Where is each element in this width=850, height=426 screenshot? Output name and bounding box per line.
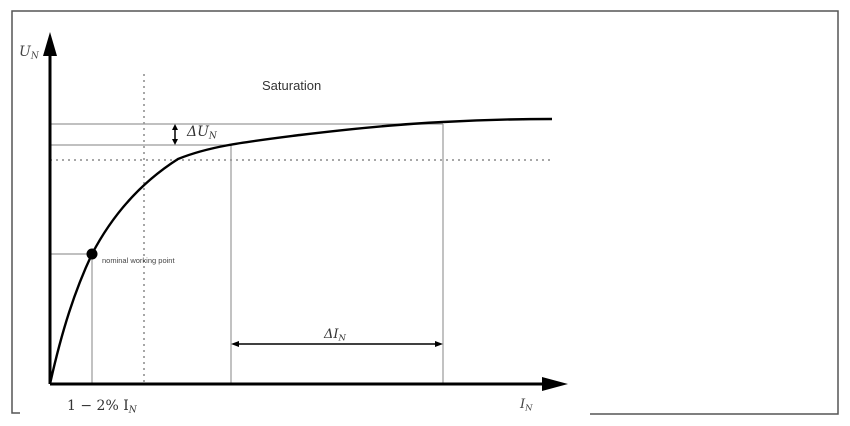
delta-u-main: ΔU: [187, 124, 209, 140]
frame: [11, 10, 839, 415]
delta-u-arrow-icon: [172, 124, 178, 145]
y-axis-label: UN: [19, 44, 39, 62]
x-tick-sub: N: [128, 405, 137, 416]
x-axis-arrow-icon: [542, 377, 568, 391]
x-tick-main: 1 − 2% I: [67, 398, 129, 414]
y-axis-arrow-icon: [43, 32, 57, 56]
x-axis-label: IN: [520, 397, 533, 413]
delta-i-sub: N: [338, 332, 346, 343]
nominal-working-point-text: nominal working point: [102, 256, 175, 265]
delta-u-label: ΔUN: [187, 124, 217, 142]
delta-i-label: ΔIN: [324, 327, 346, 343]
y-axis-label-sub: N: [30, 51, 39, 62]
saturation-text: Saturation: [262, 78, 322, 93]
saturation-curve: [48, 117, 553, 385]
saturation-label: Saturation: [262, 78, 321, 93]
dotted-guides: [50, 74, 550, 384]
solid-guides: [50, 123, 444, 384]
delta-i-arrow-icon: [231, 341, 443, 347]
x-axis-label-sub: N: [525, 402, 533, 413]
delta-i-main: ΔI: [324, 327, 339, 342]
axes: [43, 32, 568, 391]
delta-u-sub: N: [208, 131, 217, 142]
y-axis-label-main: U: [19, 44, 31, 60]
nominal-working-point-label: nominal working point: [102, 256, 175, 265]
x-axis-label-main: I: [520, 397, 526, 412]
nominal-working-point-marker: [86, 248, 98, 260]
x-tick-label: 1 − 2% IN: [67, 398, 137, 416]
